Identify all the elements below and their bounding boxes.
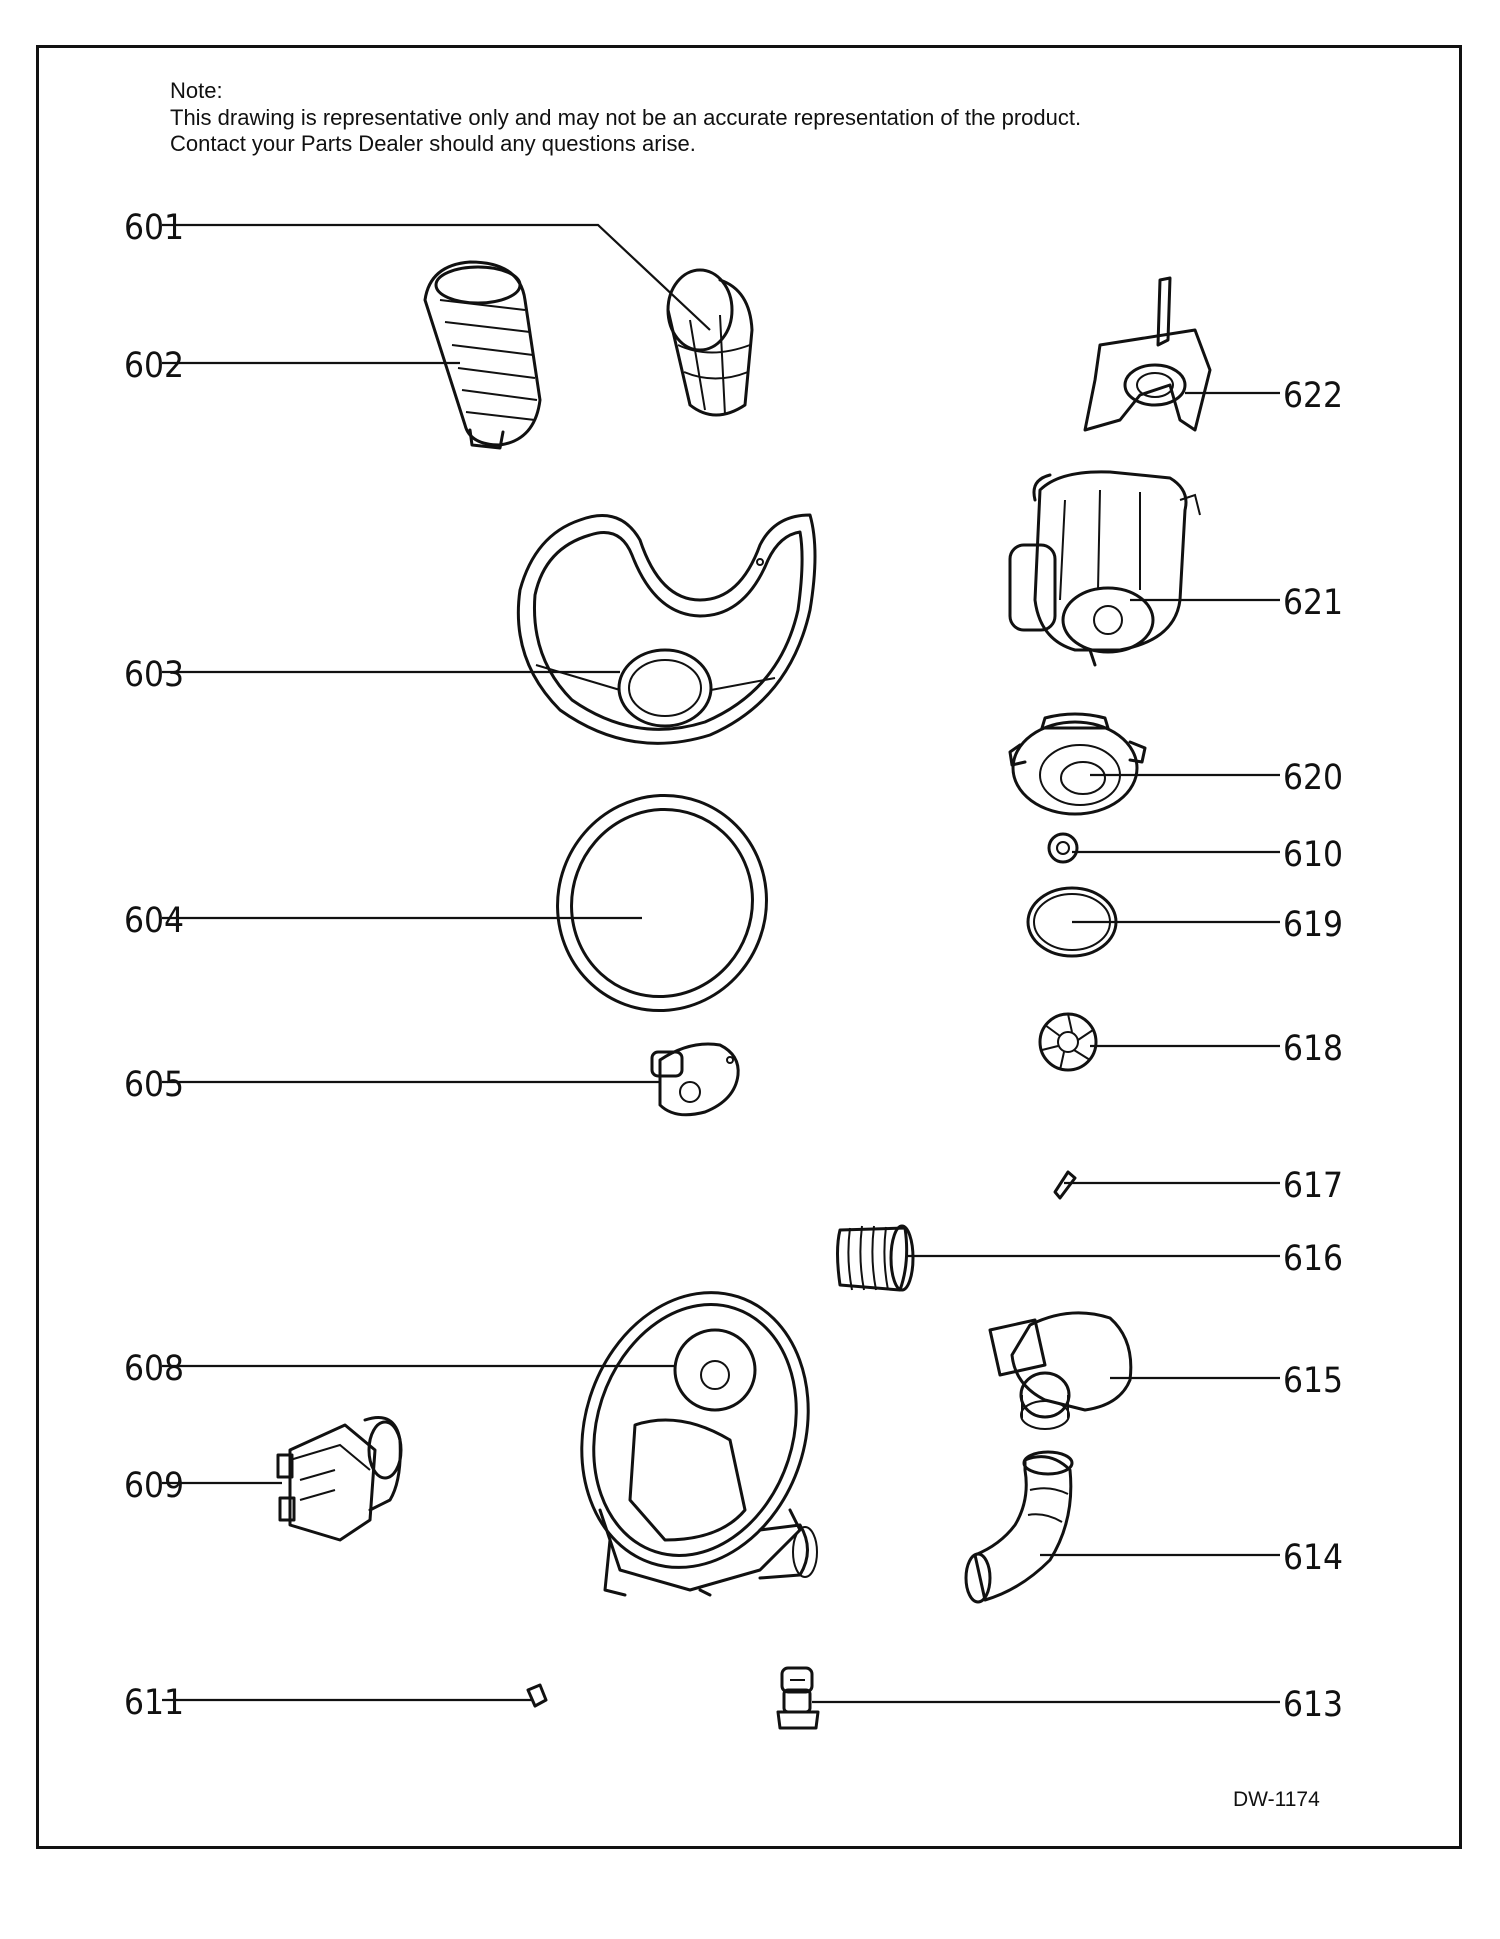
part-613-clamp: [776, 1666, 820, 1730]
callout-602: 602: [124, 346, 184, 386]
part-604-ring-seal: [556, 793, 768, 1013]
note-line-2: Contact your Parts Dealer should any que…: [170, 131, 696, 156]
diagram-frame: [36, 45, 1462, 1849]
callout-619: 619: [1283, 905, 1343, 945]
callout-614: 614: [1283, 1538, 1343, 1578]
callout-617: 617: [1283, 1166, 1343, 1206]
callout-608: 608: [124, 1349, 184, 1389]
part-611-screw: [526, 1683, 548, 1708]
callout-603: 603: [124, 655, 184, 695]
diagram-code: DW-1174: [1233, 1788, 1320, 1811]
callout-609: 609: [124, 1466, 184, 1506]
callout-613: 613: [1283, 1685, 1343, 1725]
part-622-bracket: [1083, 276, 1212, 432]
part-615-housing: [988, 1311, 1133, 1430]
part-601-mesh-filter: [666, 268, 754, 417]
callout-605: 605: [124, 1065, 184, 1105]
callout-618: 618: [1283, 1029, 1343, 1069]
part-621-motor: [1008, 470, 1201, 667]
part-608-sump: [580, 1291, 818, 1597]
part-603-gasket: [516, 513, 817, 745]
callout-615: 615: [1283, 1361, 1343, 1401]
callout-601: 601: [124, 208, 184, 248]
callout-622: 622: [1283, 376, 1343, 416]
callout-610: 610: [1283, 835, 1343, 875]
callout-611: 611: [124, 1683, 184, 1723]
part-609-drain-pump: [276, 1416, 403, 1542]
callout-616: 616: [1283, 1239, 1343, 1279]
part-618-impeller: [1038, 1012, 1098, 1072]
callout-620: 620: [1283, 758, 1343, 798]
part-616-bellows: [836, 1224, 915, 1292]
part-605-volute: [650, 1042, 740, 1117]
part-617-clip: [1053, 1170, 1077, 1200]
leader-601: [162, 223, 711, 331]
note-heading: Note:: [170, 78, 223, 103]
callout-621: 621: [1283, 583, 1343, 623]
part-602-filter: [423, 260, 542, 450]
callout-604: 604: [124, 901, 184, 941]
note-line-1: This drawing is representative only and …: [170, 105, 1082, 130]
callout-labels: 601 602 603 604 605 608 609 611 622 621 …: [124, 208, 1343, 1725]
leader-lines: [162, 223, 1280, 1704]
part-620-pump-cap: [1008, 712, 1147, 816]
part-610-nut: [1047, 832, 1079, 864]
part-614-elbow-hose: [964, 1450, 1074, 1604]
